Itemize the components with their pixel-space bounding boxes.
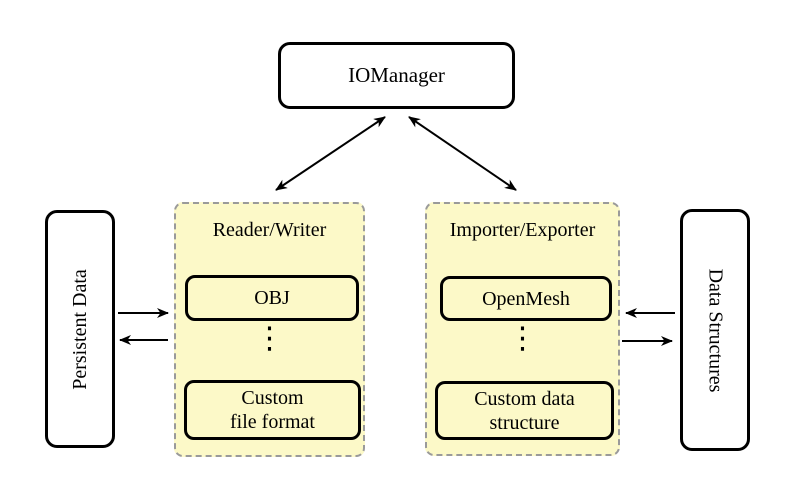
arrow-iomanager-importer-exporter <box>408 116 517 191</box>
data-structures-node: Data Structures <box>680 209 750 451</box>
custom-data-structure-label: Custom data structure <box>474 387 575 434</box>
arrow-iomanager-reader-writer <box>275 116 386 191</box>
iomanager-node: IOManager <box>278 42 515 109</box>
custom-data-structure-node: Custom data structure <box>435 381 614 440</box>
openmesh-label: OpenMesh <box>482 287 570 310</box>
custom-file-format-label: Custom file format <box>230 387 315 433</box>
persistent-data-label: Persistent Data <box>68 268 91 390</box>
data-structures-label: Data Structures <box>704 268 727 392</box>
custom-file-format-node: Custom file format <box>184 380 361 440</box>
obj-node: OBJ <box>185 275 359 321</box>
importer-exporter-title: Importer/Exporter <box>449 219 596 241</box>
persistent-data-node: Persistent Data <box>45 210 115 448</box>
importer-exporter-group: Importer/Exporter OpenMesh ⋮ Custom data… <box>425 202 620 456</box>
obj-label: OBJ <box>254 287 290 309</box>
openmesh-node: OpenMesh <box>440 276 612 321</box>
importer-exporter-ellipsis: ⋮ <box>507 321 538 356</box>
iomanager-label: IOManager <box>348 63 445 87</box>
reader-writer-group: Reader/Writer OBJ ⋮ Custom file format <box>174 202 365 457</box>
reader-writer-title: Reader/Writer <box>212 219 327 241</box>
reader-writer-ellipsis: ⋮ <box>254 321 285 356</box>
